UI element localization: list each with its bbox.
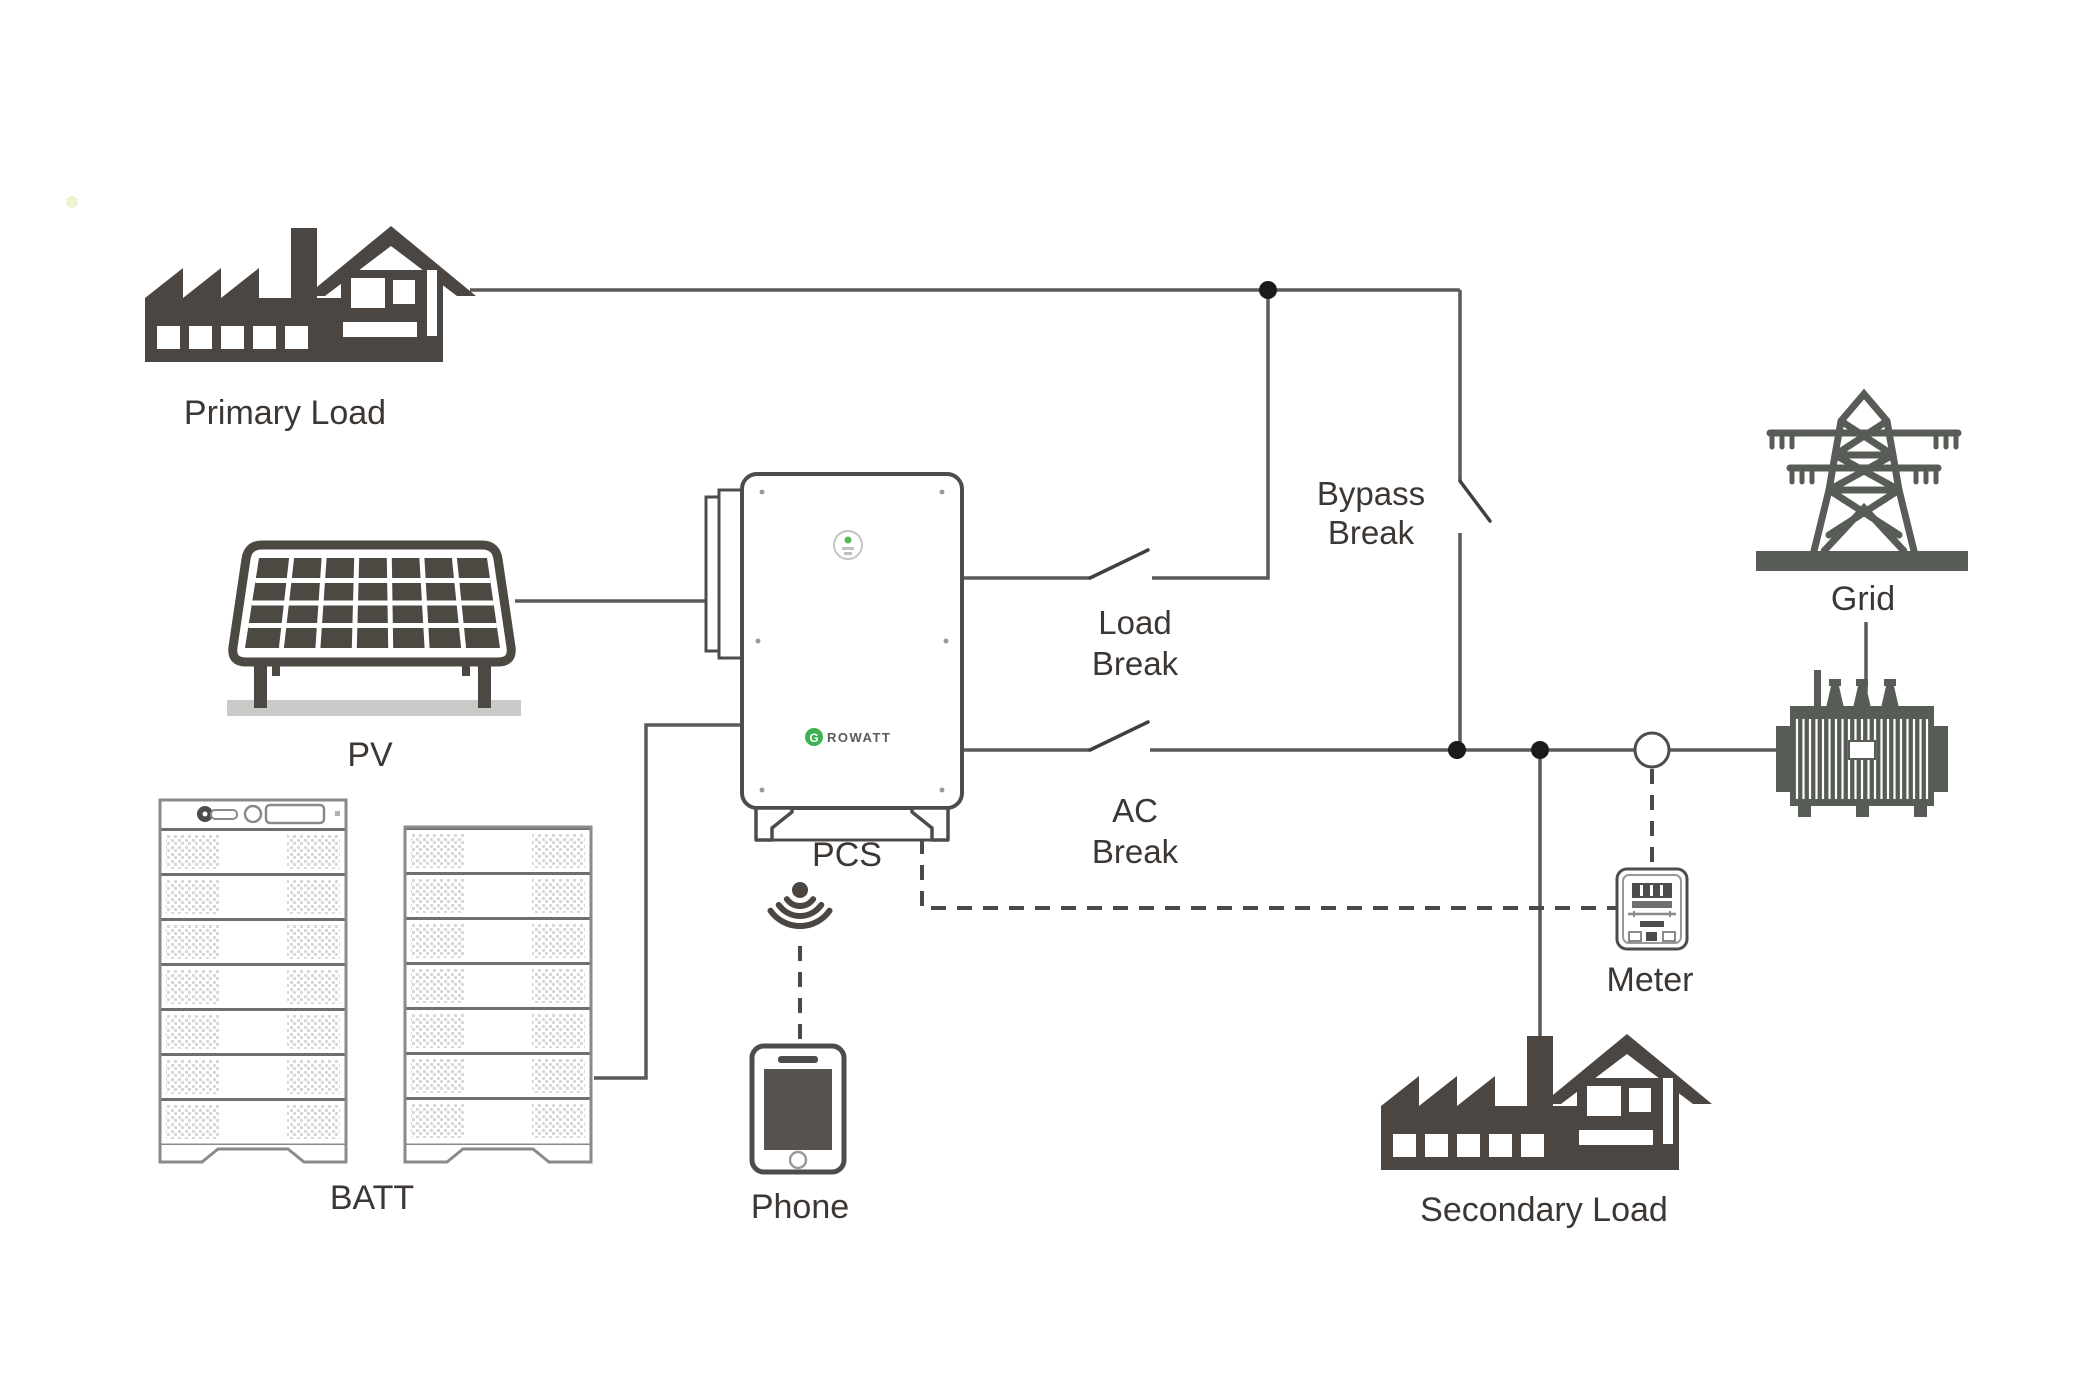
pv-panel-icon bbox=[227, 540, 521, 716]
grid-label: Grid bbox=[1831, 580, 1895, 618]
junction-dot-top bbox=[1259, 281, 1277, 299]
batt-label: BATT bbox=[330, 1179, 414, 1217]
ac-break-label-2: Break bbox=[1092, 833, 1179, 870]
transformer-icon bbox=[1776, 670, 1948, 817]
wire-load-break-riser bbox=[1152, 290, 1270, 580]
pv-label: PV bbox=[347, 736, 393, 774]
phone-icon bbox=[749, 1043, 847, 1175]
pcs-foot-right bbox=[910, 806, 950, 842]
primary-load-label: Primary Load bbox=[184, 394, 386, 432]
meter-label: Meter bbox=[1607, 961, 1694, 999]
meter-icon bbox=[1615, 867, 1689, 951]
secondary-load-label: Secondary Load bbox=[1420, 1191, 1668, 1229]
growatt-logo-text: ROWATT bbox=[827, 730, 891, 745]
junction-dot-bypass bbox=[1448, 741, 1466, 759]
power-wires bbox=[470, 288, 1868, 1080]
pcs-foot-left bbox=[754, 806, 794, 842]
bypass-break-blade bbox=[1458, 479, 1492, 523]
comm-wires bbox=[798, 769, 1654, 1046]
pcs-led-indicator bbox=[833, 530, 863, 560]
battery-rack-left bbox=[158, 798, 348, 1164]
bypass-break-label-2: Break bbox=[1328, 514, 1415, 551]
stray-yellow-mark bbox=[66, 196, 78, 208]
ac-break-blade bbox=[1088, 720, 1150, 752]
phone-label: Phone bbox=[751, 1188, 849, 1226]
dashed-pcs-to-meter bbox=[920, 839, 1616, 910]
junction-dots bbox=[1259, 281, 1549, 759]
ct-sensor-icon bbox=[1633, 731, 1671, 769]
ac-break-label-1: AC bbox=[1112, 792, 1158, 829]
load-break-label-1: Load bbox=[1098, 604, 1171, 641]
bypass-break-label-1: Bypass bbox=[1317, 475, 1425, 512]
load-break-label-2: Break bbox=[1092, 645, 1179, 682]
secondary-load-icon bbox=[1381, 1034, 1712, 1170]
pcs-label: PCS bbox=[812, 836, 882, 874]
breaker-blades bbox=[1088, 479, 1492, 752]
wifi-icon bbox=[767, 882, 833, 930]
rack-control-panel bbox=[197, 803, 340, 825]
grid-tower-icon bbox=[1756, 388, 1968, 571]
growatt-logo-g: G bbox=[809, 731, 818, 745]
primary-load-icon bbox=[145, 226, 476, 362]
wire-batt-to-pcs bbox=[594, 723, 740, 1080]
battery-rack-right bbox=[403, 825, 593, 1164]
load-break-blade bbox=[1088, 548, 1150, 580]
junction-dot-secondary bbox=[1531, 741, 1549, 759]
growatt-logo: G ROWATT bbox=[805, 728, 891, 746]
pcs-inverter-icon: G ROWATT bbox=[704, 472, 964, 842]
